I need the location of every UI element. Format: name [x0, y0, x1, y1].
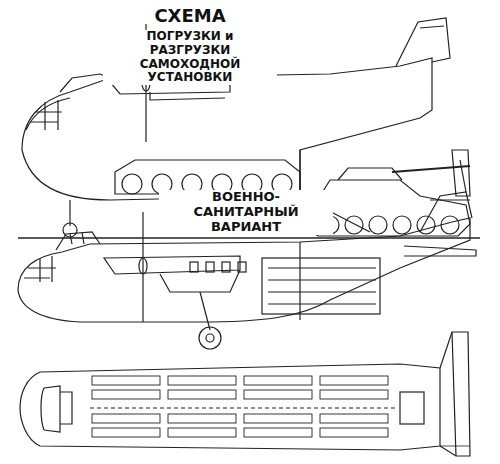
- stretcher: [244, 390, 312, 399]
- window: [238, 262, 246, 272]
- stretcher: [168, 390, 236, 399]
- stretcher: [244, 376, 312, 385]
- stretcher: [92, 414, 160, 423]
- medical-plan-view: [20, 332, 470, 456]
- stretcher: [244, 414, 312, 423]
- window: [222, 262, 230, 272]
- road-wheel: [441, 216, 459, 234]
- window: [206, 262, 214, 272]
- stretcher-rack: [268, 267, 376, 268]
- stretcher: [168, 414, 236, 423]
- stretcher: [320, 376, 388, 385]
- stretcher: [320, 390, 388, 399]
- road-wheel: [393, 216, 411, 234]
- road-wheel: [369, 216, 387, 234]
- stretcher-rack: [268, 291, 376, 292]
- stretcher: [168, 376, 236, 385]
- stretcher: [320, 414, 388, 423]
- heading-label: СХЕМА: [152, 6, 227, 27]
- heading-label: ВОЕННО-САНИТАРНЫЙ ВАРИАНТ: [159, 190, 333, 235]
- stretcher: [244, 428, 312, 437]
- window: [190, 262, 198, 272]
- stretcher: [92, 428, 160, 437]
- stretcher-rack: [268, 279, 376, 280]
- stretcher-rack: [268, 303, 376, 304]
- road-wheel: [122, 174, 142, 194]
- road-wheel: [345, 216, 363, 234]
- loading-side-view: [18, 18, 480, 238]
- stretcher: [320, 428, 388, 437]
- medical-side-view: [18, 150, 476, 349]
- stretcher: [92, 390, 160, 399]
- stretcher: [168, 428, 236, 437]
- heading-label: ПОГРУЗКИ и РАЗГРУЗКИ САМОХОДНОЙ УСТАНОВК…: [103, 30, 277, 85]
- stretcher: [92, 376, 160, 385]
